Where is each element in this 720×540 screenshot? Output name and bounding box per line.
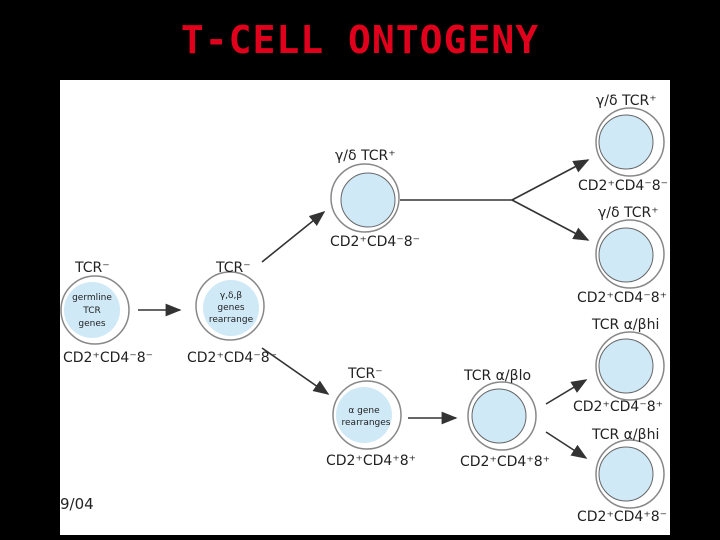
dp-bottom-label: CD2⁺CD4⁺8⁺ (460, 454, 550, 470)
stage1-inner-line3: genes (78, 319, 105, 329)
arrow-gd-to-final-gd2 (511, 199, 590, 241)
slide-title: T-CELL ONTOGENY (180, 18, 540, 62)
alpha-nucleus (336, 387, 392, 443)
footer-date: 9/04 (60, 495, 94, 513)
final-gd1-bottom-label: CD2⁺CD4⁻8⁻ (578, 178, 668, 194)
final-ab1-cell: TCR α/βhi CD2⁺CD4⁻8⁺ (573, 317, 665, 415)
stage1-bottom-label: CD2⁺CD4⁻8⁻ (63, 350, 153, 366)
alpha-top-label: TCR⁻ (347, 366, 383, 382)
final-gd2-cell: γ/δ TCR⁺ CD2⁺CD4⁻8⁺ (577, 205, 667, 306)
stage1-nucleus (64, 282, 120, 338)
arrow-dp-to-final-ab2 (545, 431, 588, 459)
final-gd1-cell: γ/δ TCR⁺ CD2⁺CD4⁻8⁻ (578, 93, 668, 194)
alpha-bottom-label: CD2⁺CD4⁺8⁺ (326, 453, 416, 469)
gd-cell: γ/δ TCR⁺ CD2⁺CD4⁻8⁻ (330, 148, 420, 250)
stage2-bottom-label: CD2⁺CD4⁻8⁻ (187, 350, 277, 366)
dp-cell: TCR α/βlo CD2⁺CD4⁺8⁺ (460, 368, 550, 470)
final-ab2-top-label: TCR α/βhi (591, 427, 659, 443)
final-ab2-cell: TCR α/βhi CD2⁺CD4⁺8⁻ (577, 427, 667, 525)
alpha-inner-line1: α gene (348, 406, 380, 416)
gd-nucleus (340, 172, 396, 228)
gd-bottom-label: CD2⁺CD4⁻8⁻ (330, 234, 420, 250)
stage2-inner-line1: γ,δ,β (220, 291, 243, 301)
gd-top-label: γ/δ TCR⁺ (335, 148, 396, 164)
dp-top-label: TCR α/βlo (463, 368, 531, 384)
stage2-cell: TCR⁻ γ,δ,β genes rearrange CD2⁺CD4⁻8⁻ (187, 260, 277, 366)
arrow-gd-to-final-gd1 (511, 159, 590, 201)
alpha-inner-line2: rearranges (342, 418, 391, 428)
arrow-stage2-to-gd (261, 210, 326, 263)
stage2-top-label: TCR⁻ (215, 260, 251, 276)
stage1-top-label: TCR⁻ (74, 260, 110, 276)
dp-nucleus (471, 388, 527, 444)
final-gd1-nucleus (598, 114, 654, 170)
arrows (138, 159, 590, 459)
stage1-inner-line1: germline (72, 293, 112, 303)
final-gd2-bottom-label: CD2⁺CD4⁻8⁺ (577, 290, 667, 306)
arrow-stage2-to-alpha (261, 347, 330, 395)
stage2-inner-line3: rearrange (209, 315, 254, 325)
alpha-cell: TCR⁻ α gene rearranges CD2⁺CD4⁺8⁺ (326, 366, 416, 469)
stage1-cell: TCR⁻ germline TCR genes CD2⁺CD4⁻8⁻ (60, 260, 153, 366)
final-ab1-nucleus (598, 338, 654, 394)
final-ab1-bottom-label: CD2⁺CD4⁻8⁺ (573, 399, 663, 415)
diagram-panel (60, 80, 670, 535)
stage2-nucleus (203, 280, 259, 336)
final-ab2-nucleus (598, 446, 654, 502)
final-gd1-top-label: γ/δ TCR⁺ (596, 93, 657, 109)
arrow-dp-to-final-ab1 (545, 379, 588, 405)
final-ab1-top-label: TCR α/βhi (591, 317, 659, 333)
final-gd2-top-label: γ/δ TCR⁺ (598, 205, 659, 221)
final-ab2-bottom-label: CD2⁺CD4⁺8⁻ (577, 509, 667, 525)
final-gd2-nucleus (598, 227, 654, 283)
stage1-inner-line2: TCR (82, 306, 101, 316)
stage2-inner-line2: genes (217, 303, 244, 313)
